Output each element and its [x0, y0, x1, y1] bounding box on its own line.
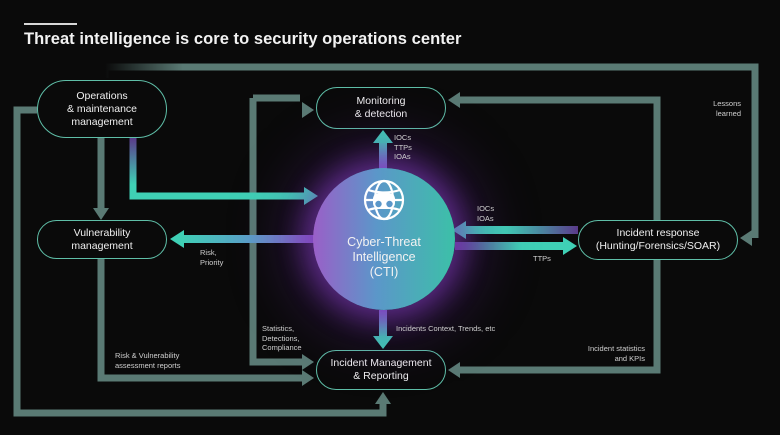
- label-line: Statistics,: [262, 324, 295, 333]
- label-lessons-learned: Lessons learned: [705, 99, 741, 118]
- cti-label-line: (CTI): [369, 265, 399, 279]
- label-line: IOCs: [477, 204, 495, 213]
- node-label: Operations: [76, 89, 128, 102]
- label-risk-priority: Risk, Priority: [200, 248, 223, 267]
- node-cyber-threat-intelligence: Cyber-Threat Intelligence (CTI): [313, 168, 455, 310]
- node-label: & maintenance: [66, 102, 138, 115]
- gray-connectors: [13, 63, 759, 417]
- label-line: Risk & Vulnerability: [115, 351, 180, 360]
- label-line: Incidents Context, Trends, etc: [396, 324, 496, 333]
- gray-arrowheads: [93, 92, 752, 404]
- label-incident-statistics-kpis: Incident statistics and KPIs: [578, 344, 645, 363]
- node-label: management: [71, 115, 133, 128]
- label-line: IOAs: [394, 152, 411, 161]
- label-line: TTPs: [394, 142, 412, 152]
- title-rule: [24, 23, 77, 25]
- node-label: Vulnerability: [73, 226, 131, 239]
- label-line: TTPs: [533, 254, 551, 263]
- node-label: Incident Management: [330, 357, 432, 369]
- label-line: Detections,: [262, 333, 300, 343]
- cti-label: Cyber-Threat Intelligence (CTI): [313, 235, 455, 280]
- label-line: Risk,: [200, 248, 217, 257]
- node-operations-maintenance: Operations & maintenance management: [37, 80, 167, 138]
- node-label: Incident response: [616, 227, 700, 239]
- node-label: Monitoring: [356, 95, 406, 107]
- node-incident-management-reporting: Incident Management & Reporting: [316, 350, 446, 390]
- label-line: Compliance: [262, 343, 302, 352]
- cti-label-line: Intelligence: [352, 250, 416, 264]
- label-line: assessment reports: [115, 360, 181, 370]
- label-ttps: TTPs: [533, 254, 551, 264]
- label-line: Lessons: [713, 99, 741, 108]
- page-title: Threat intelligence is core to security …: [24, 30, 462, 48]
- label-line: and KPIs: [614, 353, 645, 363]
- label-line: Priority: [200, 257, 224, 267]
- label-line: IOAs: [477, 213, 494, 223]
- cti-flows: [129, 130, 578, 349]
- node-label: management: [71, 239, 133, 252]
- label-line: IOCs: [394, 133, 412, 142]
- node-label: & Reporting: [353, 370, 409, 382]
- node-vulnerability-management: Vulnerability management: [37, 220, 167, 259]
- label-iocs-ioas: IOCs IOAs: [477, 204, 494, 223]
- node-label: & detection: [354, 108, 408, 120]
- label-risk-vulnerability-reports: Risk & Vulnerability assessment reports: [115, 351, 180, 370]
- binoculars-globe-icon: [363, 179, 405, 221]
- label-line: Incident statistics: [587, 344, 645, 353]
- cti-label-line: Cyber-Threat: [347, 235, 421, 249]
- node-label: (Hunting/Forensics/SOAR): [595, 240, 721, 252]
- node-monitoring-detection: Monitoring & detection: [316, 87, 446, 129]
- node-incident-response: Incident response (Hunting/Forensics/SOA…: [578, 220, 738, 260]
- label-incidents-context: Incidents Context, Trends, etc: [396, 324, 495, 334]
- label-line: learned: [715, 108, 741, 118]
- label-iocs-ttps-ioas: IOCs TTPs IOAs: [394, 133, 412, 162]
- label-statistics-detections-compliance: Statistics, Detections, Compliance: [262, 324, 302, 353]
